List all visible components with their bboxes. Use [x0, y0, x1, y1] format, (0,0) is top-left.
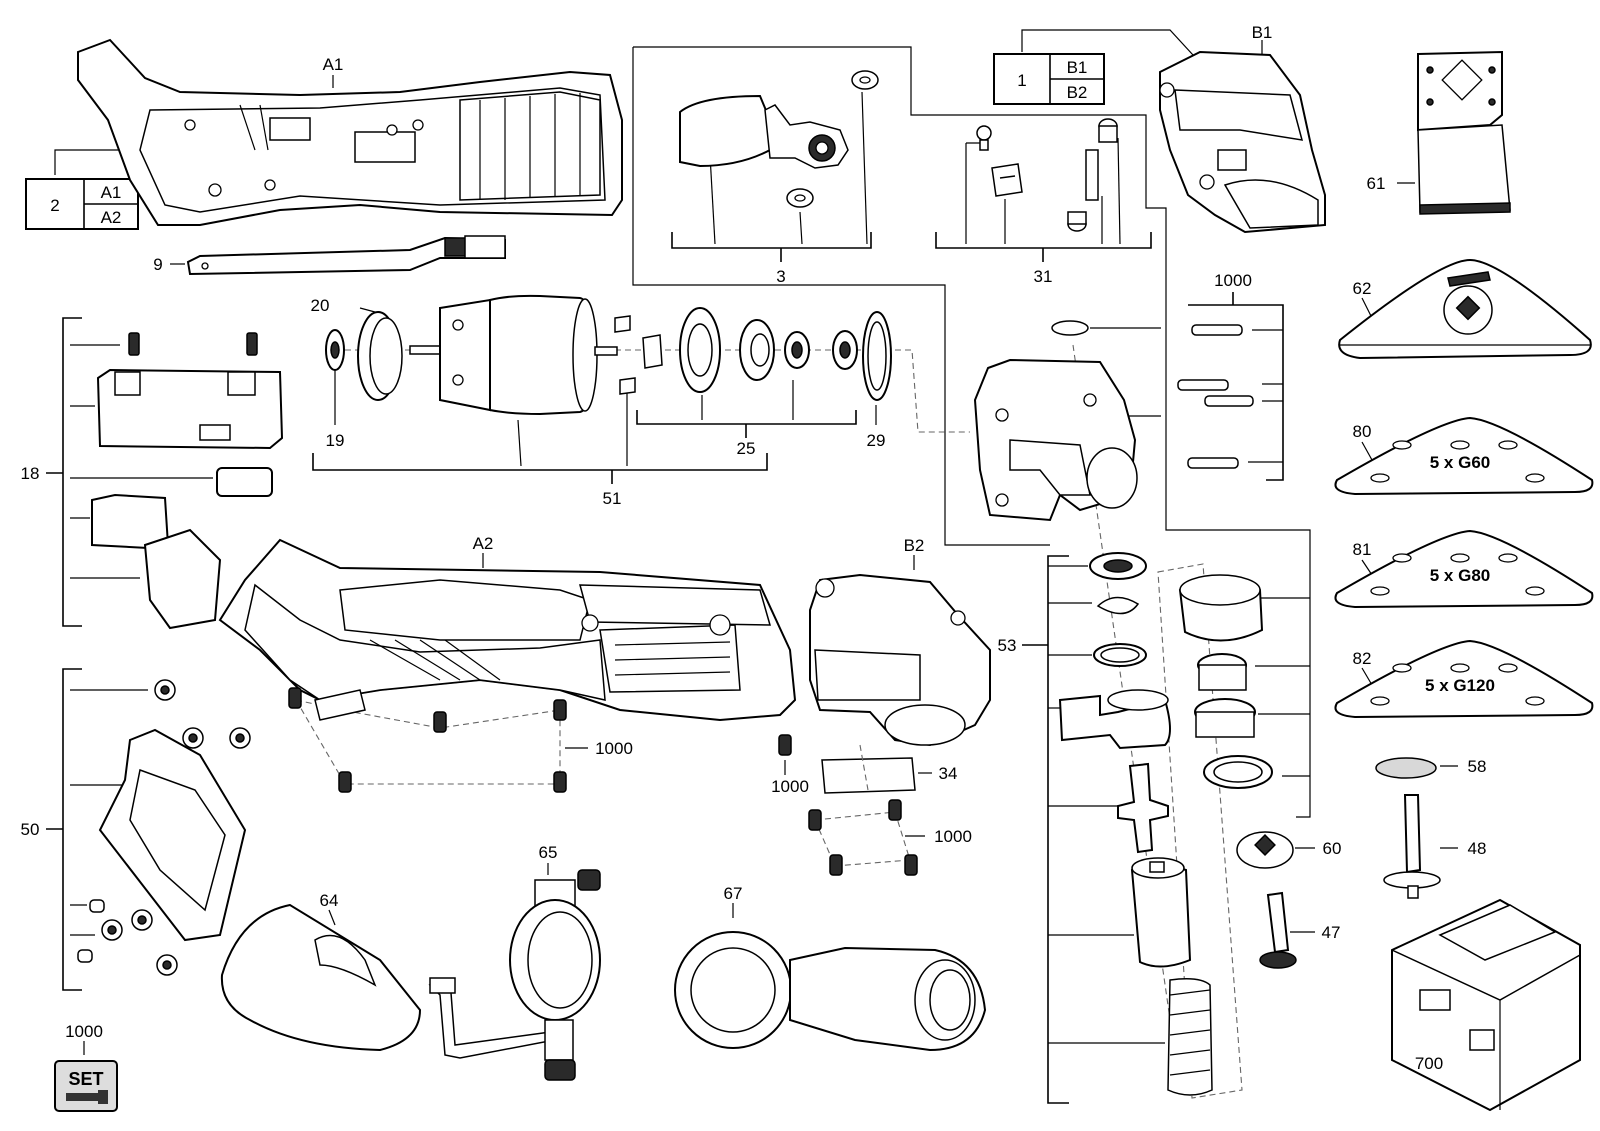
housing-b1 — [1159, 50, 1326, 234]
label-31: 31 — [1034, 267, 1053, 286]
label-53: 53 — [998, 636, 1017, 655]
label-b1: B1 — [1252, 23, 1273, 42]
blade-61 — [1417, 50, 1511, 215]
sheet-81-grit: 5 x G80 — [1430, 566, 1491, 585]
sheet-80-grit: 5 x G60 — [1430, 453, 1491, 472]
sanding-sheet-81: 5 x G80 — [1334, 529, 1594, 609]
label-67: 67 — [724, 884, 743, 903]
label-1000-set: 1000 — [65, 1022, 103, 1041]
sanding-pad-62 — [1338, 258, 1592, 360]
label-20: 20 — [311, 296, 330, 315]
label-19: 19 — [326, 431, 345, 450]
assembly-box-left: 2 A1 A2 — [25, 178, 139, 230]
box-right-bottom: B2 — [1067, 83, 1088, 102]
label-64: 64 — [320, 891, 339, 910]
assembly-box-right: 1 B1 B2 — [993, 53, 1105, 105]
label-b2: B2 — [904, 536, 925, 555]
label-51: 51 — [603, 489, 622, 508]
set-badge: SET — [54, 1060, 118, 1112]
group-18-switch — [91, 332, 284, 630]
dust-adapter-67 — [674, 931, 987, 1052]
set-badge-text: SET — [68, 1069, 103, 1089]
housing-a1 — [77, 38, 623, 226]
group-50-battery-bracket — [77, 679, 251, 976]
screws-a2 — [288, 687, 918, 876]
box-right-number: 1 — [1017, 71, 1026, 90]
label-a2: A2 — [473, 534, 494, 553]
housing-a2 — [218, 538, 797, 722]
label-700: 700 — [1415, 1054, 1443, 1073]
box-left-number: 2 — [50, 196, 59, 215]
carry-case-700 — [1391, 898, 1581, 1112]
small-parts-58-60-47-48 — [1236, 757, 1441, 969]
label-1000-top: 1000 — [1214, 271, 1252, 290]
box-left-top: A1 — [101, 183, 122, 202]
strap-9 — [186, 235, 506, 276]
part-labels: A1 9 B1 3 31 61 1000 62 20 19 25 29 51 1… — [21, 23, 1487, 1073]
label-58: 58 — [1468, 757, 1487, 776]
box-left-bottom: A2 — [101, 208, 122, 227]
label-82: 82 — [1353, 649, 1372, 668]
group-3-lever — [679, 70, 879, 208]
guard-64 — [220, 903, 422, 1052]
label-25: 25 — [737, 439, 756, 458]
label-a1: A1 — [323, 55, 344, 74]
label-47: 47 — [1322, 923, 1341, 942]
pins-1000 — [1177, 324, 1254, 469]
label-1000-a2: 1000 — [595, 739, 633, 758]
housing-b2 — [809, 573, 991, 794]
label-61: 61 — [1367, 174, 1386, 193]
spindle-stack-53 — [1058, 552, 1273, 1096]
label-48: 48 — [1468, 839, 1487, 858]
label-9: 9 — [153, 255, 162, 274]
label-80: 80 — [1353, 422, 1372, 441]
label-18: 18 — [21, 464, 40, 483]
label-34: 34 — [939, 764, 958, 783]
motor-assembly — [325, 294, 892, 416]
label-65: 65 — [539, 843, 558, 862]
label-3: 3 — [776, 267, 785, 286]
sanding-sheet-80: 5 x G60 — [1334, 416, 1594, 496]
group-31-pins — [976, 118, 1118, 232]
label-81: 81 — [1353, 540, 1372, 559]
sheet-82-grit: 5 x G120 — [1425, 676, 1495, 695]
box-right-top: B1 — [1067, 58, 1088, 77]
label-29: 29 — [867, 431, 886, 450]
label-1000-b2: 1000 — [771, 777, 809, 796]
label-60: 60 — [1323, 839, 1342, 858]
label-62: 62 — [1353, 279, 1372, 298]
depth-guide-65 — [428, 869, 601, 1081]
sanding-sheet-82: 5 x G120 — [1334, 639, 1594, 719]
label-1000-b2b: 1000 — [934, 827, 972, 846]
gear-housing — [973, 320, 1138, 522]
label-50: 50 — [21, 820, 40, 839]
